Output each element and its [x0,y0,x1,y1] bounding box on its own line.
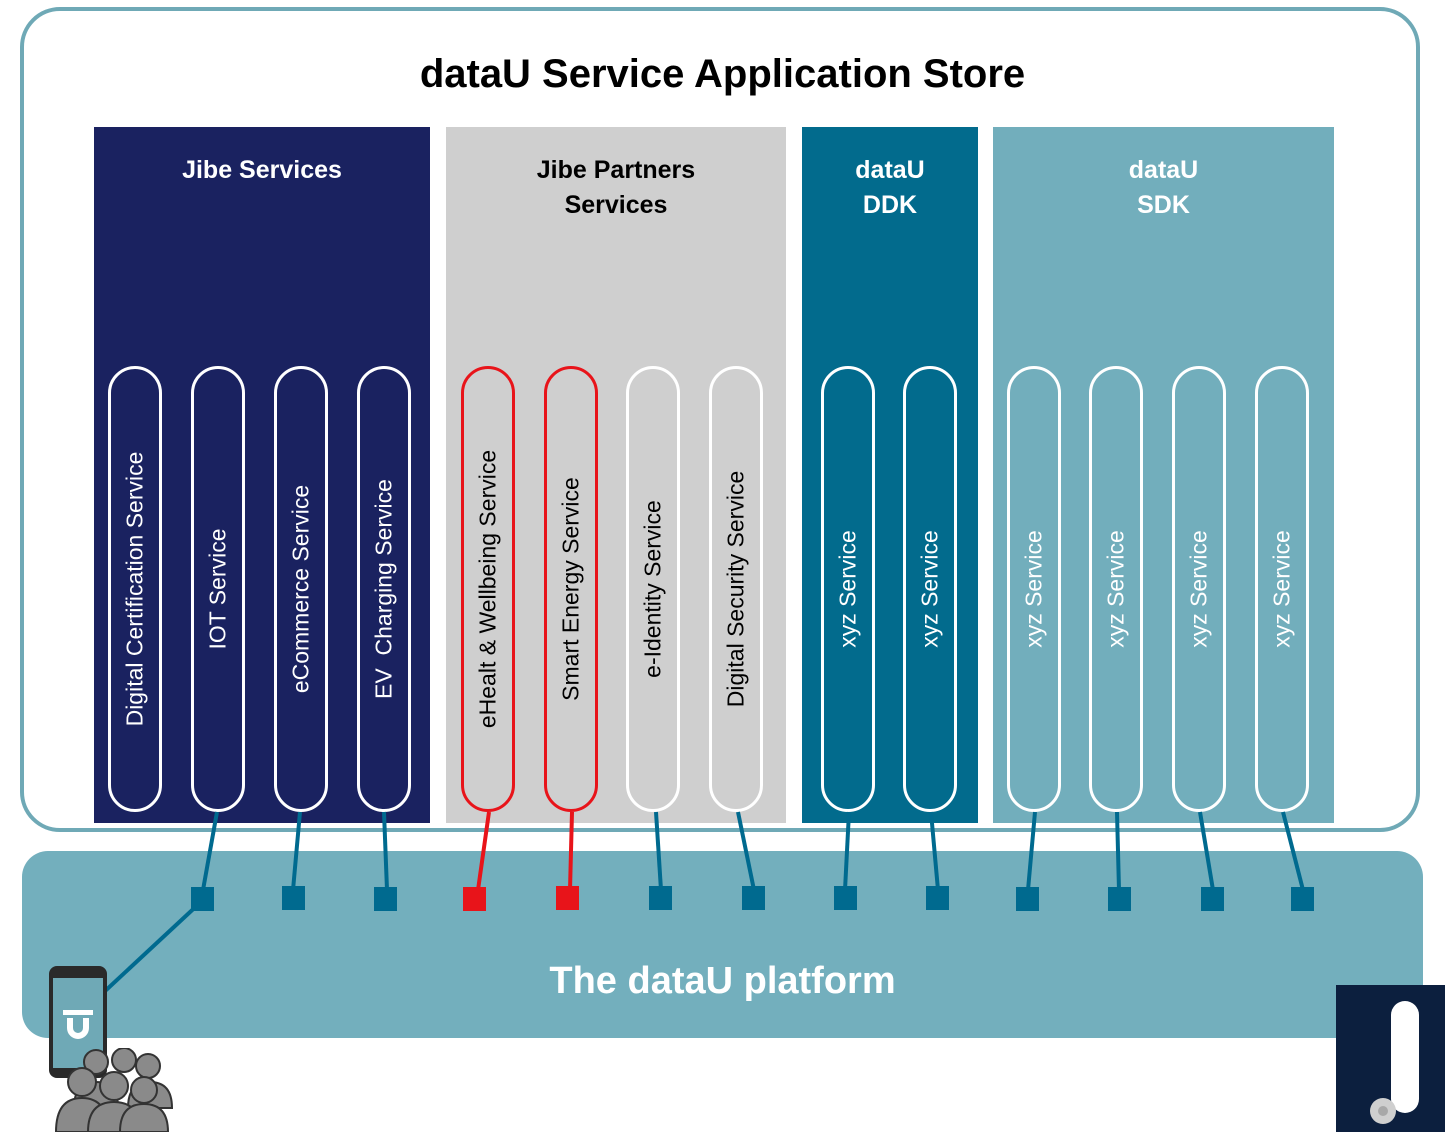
connector-node [926,886,949,910]
connector-line [1026,811,1037,891]
connector-node [834,886,857,910]
connector-node-highlighted [463,887,486,911]
connector-line [736,811,756,891]
panel-title-line: SDK [1137,191,1190,219]
connector-line [1198,811,1215,891]
service-pill-xyz[interactable]: xyz Service [1007,366,1061,812]
connector-line [1281,811,1305,891]
connector-node-highlighted [556,886,579,910]
panel-title-line: DDK [862,191,918,219]
panel-title: Jibe Services [94,153,430,188]
store-title: dataU Service Application Store [419,52,1026,96]
connector-line [929,811,940,891]
service-pill-iot[interactable]: IOT Service [191,366,245,812]
panel-jibe-services: Jibe Services Digital Certification Serv… [94,127,430,823]
service-pill-xyz[interactable]: xyz Service [1172,366,1226,812]
panel-datau-ddk: dataU DDK xyz Service xyz Service [802,127,978,823]
connector-line-highlighted [568,811,574,891]
connector-line [843,811,851,891]
panel-title-line: Jibe Services [182,156,342,184]
service-pill-xyz[interactable]: xyz Service [821,366,875,812]
service-pill-ecommerce[interactable]: eCommerce Service [274,366,328,812]
panel-title-line: dataU [855,156,925,184]
platform-label: The dataU platform [549,960,896,1002]
panel-title-line: dataU [1128,156,1199,184]
connector-node [191,887,214,911]
connector-node [1291,887,1314,911]
datau-app-icon [63,1010,93,1039]
panel-title-line: Services [564,191,668,219]
connector-node [742,886,765,910]
service-pill-xyz[interactable]: xyz Service [1089,366,1143,812]
platform-bar [22,851,1423,1038]
smartphone-icon [49,966,107,1078]
connector-node [1108,887,1131,911]
panel-title: dataU DDK [802,153,978,223]
phone-screen [53,978,103,1068]
panel-title-line: Jibe Partners [536,156,696,184]
connector-node [1016,887,1039,911]
connector-node [374,887,397,911]
service-pill-smart-energy[interactable]: Smart Energy Service [544,366,598,812]
service-pill-xyz[interactable]: xyz Service [903,366,957,812]
connector-line [1115,811,1121,891]
panel-title: dataU SDK [993,153,1334,223]
connector-line [382,811,389,891]
service-pill-xyz[interactable]: xyz Service [1255,366,1309,812]
connector-node [1201,887,1224,911]
service-pill-e-identity[interactable]: e-Identity Service [626,366,680,812]
service-pill-digital-certification[interactable]: Digital Certification Service [108,366,162,812]
service-pill-ev-charging[interactable]: EV Charging Service [357,366,411,812]
connector-line [291,811,302,891]
service-pill-digital-security[interactable]: Digital Security Service [709,366,763,812]
user-group-icon [54,1048,174,1132]
service-pill-ehealth[interactable]: eHealt & Wellbeing Service [461,366,515,812]
connector-line [201,811,219,891]
connector-node [649,886,672,910]
logo-badge-icon [1336,985,1445,1132]
connector-line [654,811,663,891]
connector-line-highlighted [476,811,491,891]
panel-title: Jibe Partners Services [446,153,786,223]
connector-node [282,886,305,910]
logo-mark [1370,1001,1419,1124]
phone-connector-line [102,898,205,994]
panel-datau-sdk: dataU SDK xyz Service xyz Service xyz Se… [993,127,1334,823]
panel-jibe-partners: Jibe Partners Services eHealt & Wellbein… [446,127,786,823]
